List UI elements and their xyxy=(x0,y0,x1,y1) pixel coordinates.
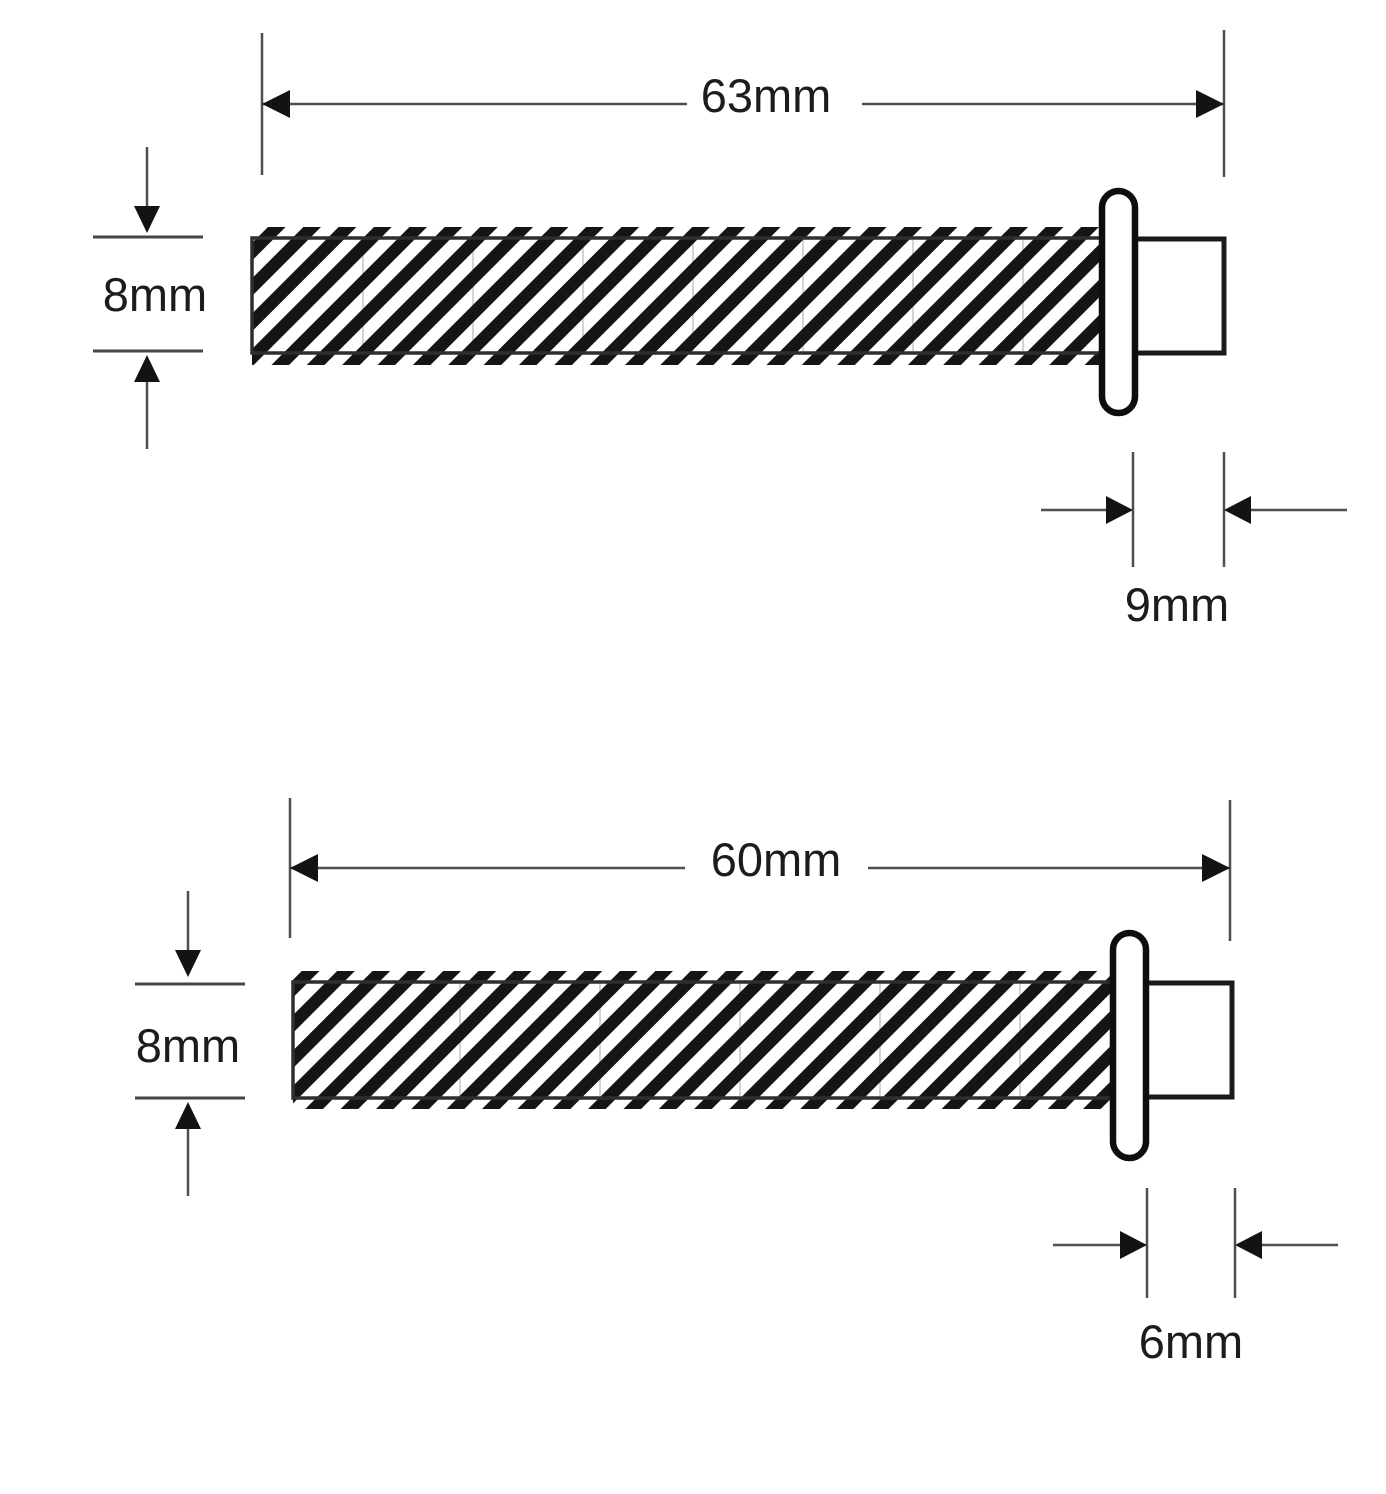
arrow-left-icon xyxy=(1235,1231,1262,1259)
bottom-collar xyxy=(1109,929,1150,1162)
top-figure: 63mm 8mm xyxy=(93,30,1347,631)
bottom-length-label: 60mm xyxy=(711,833,842,886)
bottom-thread-hatch xyxy=(293,971,1113,1109)
bottom-rod xyxy=(291,929,1235,1162)
top-length-label: 63mm xyxy=(701,69,832,122)
arrow-right-icon xyxy=(1120,1231,1147,1259)
arrow-right-icon xyxy=(1202,854,1230,882)
top-length-dimension: 63mm xyxy=(260,30,1226,177)
arrow-down-icon xyxy=(175,950,201,977)
bottom-length-dimension: 60mm xyxy=(288,798,1232,941)
bottom-figure: 60mm 8mm xyxy=(135,798,1338,1368)
arrow-down-icon xyxy=(134,206,160,233)
top-diameter-dimension: 8mm xyxy=(93,147,207,449)
arrow-right-icon xyxy=(1196,90,1224,118)
top-diameter-label: 8mm xyxy=(103,268,207,321)
bottom-end-width-dimension: 6mm xyxy=(1053,1188,1338,1368)
arrow-left-icon xyxy=(290,854,318,882)
top-rod xyxy=(250,187,1227,417)
arrow-right-icon xyxy=(1106,496,1133,524)
top-end-width-dimension: 9mm xyxy=(1041,452,1347,631)
bottom-diameter-label: 8mm xyxy=(136,1019,240,1072)
bottom-end-width-label: 6mm xyxy=(1139,1315,1243,1368)
arrow-left-icon xyxy=(262,90,290,118)
arrow-up-icon xyxy=(175,1102,201,1129)
arrow-up-icon xyxy=(134,355,160,382)
top-end-width-label: 9mm xyxy=(1125,578,1229,631)
top-collar xyxy=(1098,187,1139,417)
arrow-left-icon xyxy=(1224,496,1251,524)
top-thread-hatch xyxy=(252,227,1102,365)
bottom-diameter-dimension: 8mm xyxy=(135,891,245,1196)
